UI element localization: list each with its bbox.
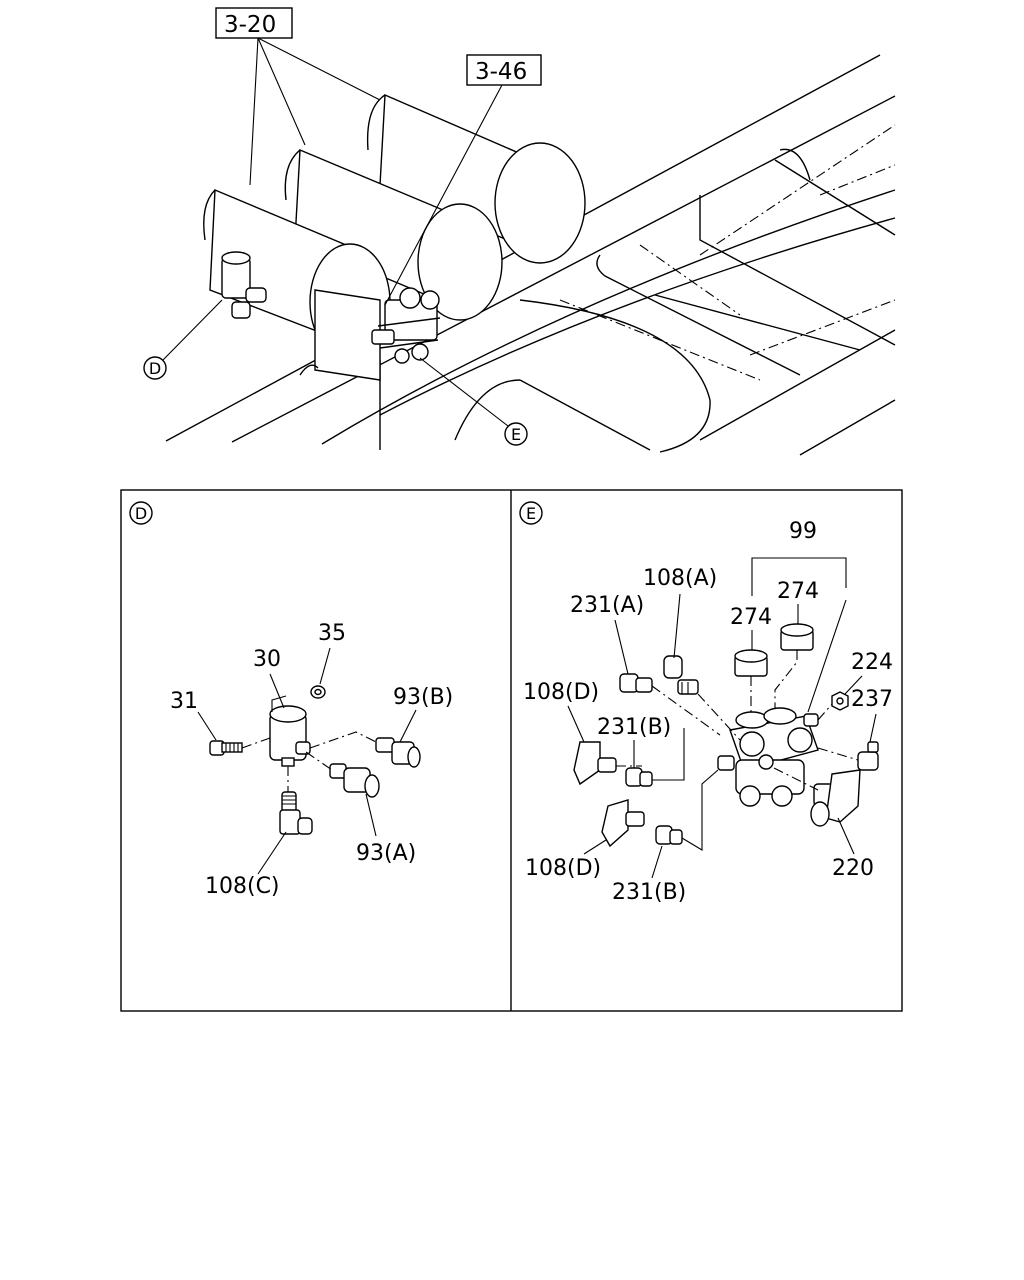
label-274-left: 274 bbox=[730, 605, 772, 630]
drain-valve-d bbox=[221, 251, 267, 319]
part-108d-elbow-bottom bbox=[601, 799, 645, 848]
part-30-valve bbox=[269, 695, 311, 767]
ref-box-2 bbox=[466, 54, 542, 86]
ref-leader-2 bbox=[384, 84, 503, 306]
part-224-nut bbox=[831, 691, 849, 711]
chassis-overview: 3-20 3-46 D E bbox=[143, 7, 896, 456]
label-237: 237 bbox=[851, 687, 893, 712]
label-93a: 93(A) bbox=[356, 841, 416, 866]
callout-e-text: E bbox=[511, 425, 521, 444]
part-93b-fitting bbox=[375, 737, 421, 768]
panel-d-callout: D bbox=[135, 504, 147, 523]
relay-valve-e bbox=[371, 287, 441, 364]
label-93b: 93(B) bbox=[393, 685, 453, 710]
part-31-bolt bbox=[209, 740, 243, 756]
part-220-fitting bbox=[810, 769, 861, 827]
part-231a-fitting bbox=[619, 673, 653, 693]
label-274-right: 274 bbox=[777, 579, 819, 604]
callout-e-circle bbox=[504, 422, 528, 446]
tank-mount bbox=[299, 364, 319, 376]
label-108d-top: 108(D) bbox=[523, 680, 599, 705]
part-108c-elbow bbox=[279, 791, 313, 835]
detail-panel-d: D bbox=[129, 501, 453, 899]
part-274-cap-right bbox=[780, 623, 814, 651]
label-231b-bottom: 231(B) bbox=[612, 880, 686, 905]
panel-e-callout: E bbox=[526, 504, 536, 523]
detail-panel-e: E bbox=[519, 501, 893, 905]
label-108c: 108(C) bbox=[205, 874, 280, 899]
ref-label-2: 3-46 bbox=[475, 59, 527, 85]
ref-label-1: 3-20 bbox=[224, 12, 276, 38]
callout-d-circle bbox=[143, 356, 167, 380]
label-30: 30 bbox=[253, 647, 281, 672]
part-231b-fitting-bottom bbox=[655, 825, 683, 845]
label-31: 31 bbox=[170, 689, 198, 714]
part-108a-elbow bbox=[663, 655, 699, 695]
callout-d-leader bbox=[162, 299, 223, 361]
ref-leader-1 bbox=[249, 37, 381, 186]
relay-valve-body bbox=[717, 707, 819, 807]
part-108d-elbow-top bbox=[573, 741, 617, 786]
label-35: 35 bbox=[318, 621, 346, 646]
panel-e-circle bbox=[519, 501, 543, 525]
label-108a: 108(A) bbox=[643, 566, 717, 591]
ref-box-1 bbox=[215, 7, 293, 39]
label-231b-top: 231(B) bbox=[597, 715, 671, 740]
part-231b-fitting-top bbox=[625, 767, 653, 787]
air-tank-rear bbox=[366, 93, 586, 264]
part-93a-fitting bbox=[329, 763, 380, 798]
panel-d-circle bbox=[129, 501, 153, 525]
label-220: 220 bbox=[832, 856, 874, 881]
label-108d-bottom: 108(D) bbox=[525, 856, 601, 881]
label-99: 99 bbox=[789, 519, 817, 544]
air-tank-middle bbox=[284, 148, 503, 321]
callout-e-leader bbox=[419, 357, 509, 427]
callout-d-text: D bbox=[149, 359, 161, 378]
label-224: 224 bbox=[851, 650, 893, 675]
label-231a: 231(A) bbox=[570, 593, 644, 618]
part-274-cap-left bbox=[734, 649, 768, 677]
part-35-washer bbox=[310, 685, 326, 699]
part-237-fitting bbox=[857, 741, 879, 771]
